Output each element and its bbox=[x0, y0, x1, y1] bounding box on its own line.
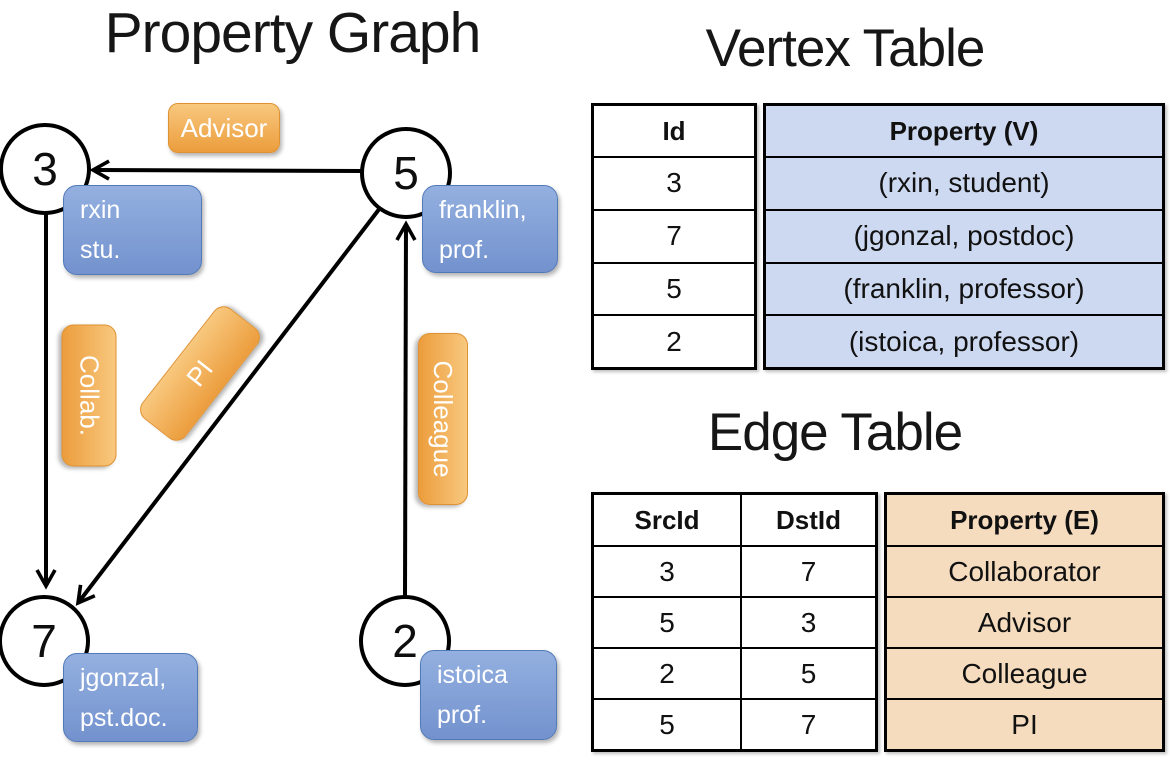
edge-table-row: 5 3 bbox=[594, 596, 875, 647]
edge-advisor-arrow bbox=[89, 159, 363, 181]
vertex-label-rxin: rxin stu. bbox=[63, 185, 202, 275]
vertex-label-line: pst.doc. bbox=[80, 704, 168, 732]
vertex-table-cell-id: 7 bbox=[594, 208, 754, 262]
edge-table-header-row: SrcId DstId bbox=[594, 495, 875, 545]
edge-table-cell-property: Colleague bbox=[887, 647, 1162, 698]
edge-pi-arrow bbox=[75, 206, 382, 606]
edge-table-cell-dstid: 7 bbox=[740, 547, 875, 596]
vertex-label-line: rxin bbox=[80, 196, 121, 224]
vertex-table-title: Vertex Table bbox=[705, 19, 986, 78]
edge-table-header-dstid: DstId bbox=[740, 495, 875, 545]
edge-table-cell-dstid: 3 bbox=[740, 598, 875, 647]
edge-colleague-arrow bbox=[395, 220, 417, 597]
edge-table-cell-property: Collaborator bbox=[887, 545, 1162, 596]
vertex-table-header-id: Id bbox=[662, 115, 686, 146]
edge-label-colleague: Colleague bbox=[418, 333, 468, 505]
vertex-id-3: 3 bbox=[32, 143, 58, 195]
vertex-table-cell-property: (rxin, student) bbox=[766, 156, 1162, 209]
vertex-table-cell-id: 2 bbox=[594, 314, 754, 367]
edge-label-collab: Collab. bbox=[61, 324, 117, 467]
vertex-label-istoica: istoica prof. bbox=[420, 650, 557, 740]
edge-table-property-column: Property (E) Collaborator Advisor Collea… bbox=[884, 492, 1165, 752]
vertex-table-cell-property: (istoica, professor) bbox=[766, 314, 1162, 367]
edge-table: SrcId DstId 3 7 5 3 2 5 bbox=[591, 492, 1165, 752]
vertex-label-line: franklin, bbox=[439, 196, 527, 224]
vertex-table-cell-property: (franklin, professor) bbox=[766, 261, 1162, 315]
edge-table-row: 2 5 bbox=[594, 647, 875, 698]
vertex-id-5: 5 bbox=[393, 147, 419, 199]
edge-table-cell-srcid: 5 bbox=[659, 606, 675, 638]
edge-table-cell-property: PI bbox=[887, 698, 1162, 749]
vertex-label-line: istoica bbox=[437, 661, 508, 689]
edge-label-advisor: Advisor bbox=[168, 103, 280, 153]
vertex-label-line: jgonzal, bbox=[80, 664, 167, 692]
edge-table-cell-dstid: 5 bbox=[740, 649, 875, 698]
edge-table-cell-property: Advisor bbox=[887, 596, 1162, 647]
edge-table-cell-srcid: 5 bbox=[659, 708, 675, 740]
vertex-label-line: prof. bbox=[439, 236, 490, 264]
vertex-table-header-property: Property (V) bbox=[889, 115, 1039, 146]
property-graph-title: Property Graph bbox=[104, 1, 482, 65]
vertex-table-id-column: Id 3 7 5 2 bbox=[591, 103, 757, 370]
edge-table-title: Edge Table bbox=[707, 403, 963, 462]
edge-table-header-srcid: SrcId bbox=[634, 504, 700, 535]
vertex-table-cell-id: 5 bbox=[594, 261, 754, 315]
vertex-id-2: 2 bbox=[392, 615, 418, 667]
graph-edges-layer bbox=[0, 123, 452, 687]
vertex-table: Id 3 7 5 2 Property (V) (rxin, student) … bbox=[591, 103, 1165, 370]
vertex-label-line: stu. bbox=[80, 236, 121, 264]
vertex-label-franklin: franklin, prof. bbox=[422, 185, 558, 273]
edge-table-id-columns: SrcId DstId 3 7 5 3 2 5 bbox=[591, 492, 878, 752]
vertex-table-property-column: Property (V) (rxin, student) (jgonzal, p… bbox=[763, 103, 1165, 370]
vertex-label-line: prof. bbox=[437, 701, 488, 729]
vertex-label-jgonzal: jgonzal, pst.doc. bbox=[63, 653, 198, 742]
vertex-id-7: 7 bbox=[31, 615, 57, 667]
edge-table-cell-dstid: 7 bbox=[740, 700, 875, 749]
edge-table-row: 3 7 bbox=[594, 545, 875, 596]
edge-table-header-property: Property (E) bbox=[950, 504, 1099, 535]
edge-table-cell-srcid: 3 bbox=[659, 555, 675, 587]
vertex-table-cell-id: 3 bbox=[594, 156, 754, 209]
vertex-table-cell-property: (jgonzal, postdoc) bbox=[766, 208, 1162, 262]
edge-table-cell-srcid: 2 bbox=[659, 657, 675, 689]
edge-table-row: 5 7 bbox=[594, 698, 875, 749]
